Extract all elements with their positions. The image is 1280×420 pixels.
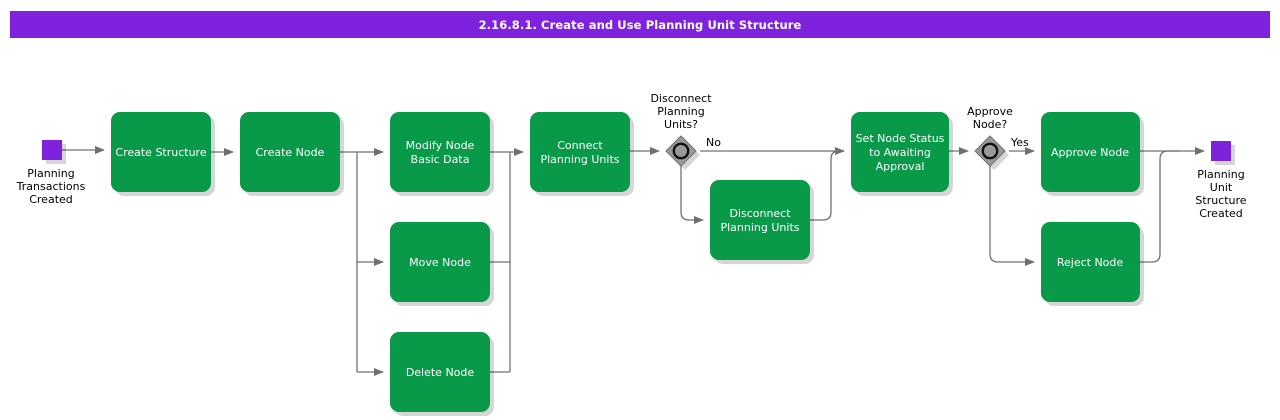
task-create-node[interactable]: Create Node bbox=[240, 112, 344, 196]
flow-gateway-no-to-reject-node bbox=[989, 166, 1035, 266]
task-connect-planning-units-label-line-1: Connect bbox=[557, 139, 603, 152]
diagram-title-bar: 2.16.8.1. Create and Use Planning Unit S… bbox=[10, 11, 1270, 38]
flow-label-no: No bbox=[706, 136, 721, 149]
sequence-flows bbox=[62, 146, 1205, 376]
flow-label-yes: Yes bbox=[1010, 136, 1029, 149]
gateway-approve-node[interactable]: Approve Node? bbox=[967, 105, 1013, 170]
gateway-disconnect-planning-units[interactable]: Disconnect Planning Units? bbox=[650, 92, 712, 170]
task-disconnect-planning-units[interactable]: Disconnect Planning Units bbox=[710, 180, 814, 264]
task-move-node[interactable]: Move Node bbox=[390, 222, 494, 306]
gateway-disconnect-label-line-1: Disconnect bbox=[650, 92, 712, 105]
task-set-node-status-label-line-3: Approval bbox=[876, 160, 925, 173]
end-event-label-line-2: Unit bbox=[1210, 181, 1233, 194]
start-event-label-line-1: Planning bbox=[27, 167, 74, 180]
task-set-node-status-label-line-1: Set Node Status bbox=[856, 132, 945, 145]
flow-reject-node-to-end bbox=[1140, 150, 1180, 263]
gateway-disconnect-label-line-3: Units? bbox=[664, 118, 698, 131]
end-event-marker bbox=[1211, 141, 1231, 161]
task-connect-planning-units-label-line-2: Planning Units bbox=[540, 153, 619, 166]
task-approve-node-label-line-1: Approve Node bbox=[1051, 146, 1129, 159]
start-event-marker bbox=[42, 140, 62, 160]
task-create-structure[interactable]: Create Structure bbox=[111, 112, 215, 196]
task-set-node-status-to-awaiting-approval[interactable]: Set Node Status to Awaiting Approval bbox=[851, 112, 953, 196]
task-modify-node-basic-data-label-line-1: Modify Node bbox=[406, 139, 475, 152]
task-connect-planning-units[interactable]: Connect Planning Units bbox=[530, 112, 634, 196]
task-approve-node[interactable]: Approve Node bbox=[1041, 112, 1144, 196]
task-reject-node-label-line-1: Reject Node bbox=[1057, 256, 1124, 269]
flow-gateway-yes-to-disconnect-planning-units bbox=[680, 166, 704, 224]
gateway-disconnect-marker-icon bbox=[672, 142, 690, 160]
start-event-planning-transactions-created[interactable]: Planning Transactions Created bbox=[16, 140, 86, 206]
start-event-label-line-2: Transactions bbox=[16, 180, 86, 193]
task-delete-node[interactable]: Delete Node bbox=[390, 332, 494, 416]
gateway-approve-label-line-1: Approve bbox=[967, 105, 1013, 118]
task-delete-node-label-line-1: Delete Node bbox=[406, 366, 475, 379]
task-reject-node[interactable]: Reject Node bbox=[1041, 222, 1144, 306]
task-set-node-status-label-line-2: to Awaiting bbox=[869, 146, 931, 159]
task-create-structure-label-line-1: Create Structure bbox=[115, 146, 206, 159]
task-modify-node-basic-data-label-line-2: Basic Data bbox=[411, 153, 470, 166]
task-modify-node-basic-data[interactable]: Modify Node Basic Data bbox=[390, 112, 494, 196]
gateway-approve-marker-icon bbox=[981, 142, 999, 160]
end-event-label-line-3: Structure bbox=[1195, 194, 1246, 207]
gateway-disconnect-label-line-2: Planning bbox=[657, 105, 704, 118]
page-title: 2.16.8.1. Create and Use Planning Unit S… bbox=[478, 17, 802, 32]
task-move-node-label-line-1: Move Node bbox=[409, 256, 471, 269]
task-disconnect-planning-units-label-line-2: Planning Units bbox=[720, 221, 799, 234]
start-event-label-line-3: Created bbox=[29, 193, 73, 206]
end-event-label-line-4: Created bbox=[1199, 207, 1243, 220]
task-create-node-label-line-1: Create Node bbox=[256, 146, 325, 159]
flow-disconnect-to-set-node-status bbox=[810, 150, 844, 221]
end-event-planning-unit-structure-created[interactable]: Planning Unit Structure Created bbox=[1195, 141, 1247, 220]
gateway-approve-label-line-2: Node? bbox=[973, 118, 1008, 131]
end-event-label-line-1: Planning bbox=[1197, 168, 1244, 181]
task-disconnect-planning-units-label-line-1: Disconnect bbox=[729, 207, 791, 220]
